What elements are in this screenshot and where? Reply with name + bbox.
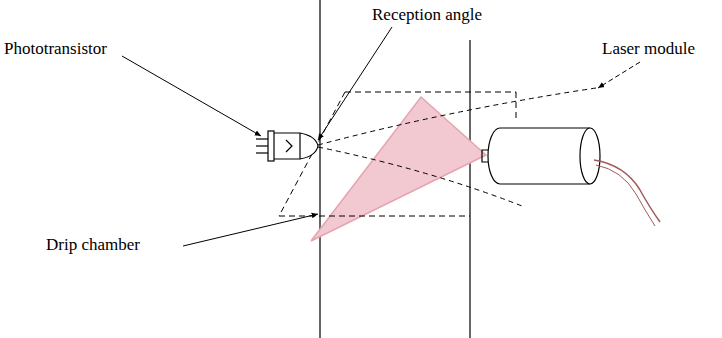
laser-beam [311, 97, 486, 241]
laser-module [482, 128, 660, 226]
chamber-wall [319, 0, 320, 338]
part-label: Drip chamber [46, 236, 140, 255]
chamber-wall [469, 40, 470, 338]
part-label: Reception angle [372, 6, 482, 25]
leader-line [122, 27, 640, 246]
reception-cone [318, 88, 596, 206]
part-label: Laser module [602, 40, 695, 59]
part-label: Phototransistor [4, 40, 107, 59]
phototransistor-symbol [256, 131, 318, 161]
dashed-region [279, 92, 516, 216]
